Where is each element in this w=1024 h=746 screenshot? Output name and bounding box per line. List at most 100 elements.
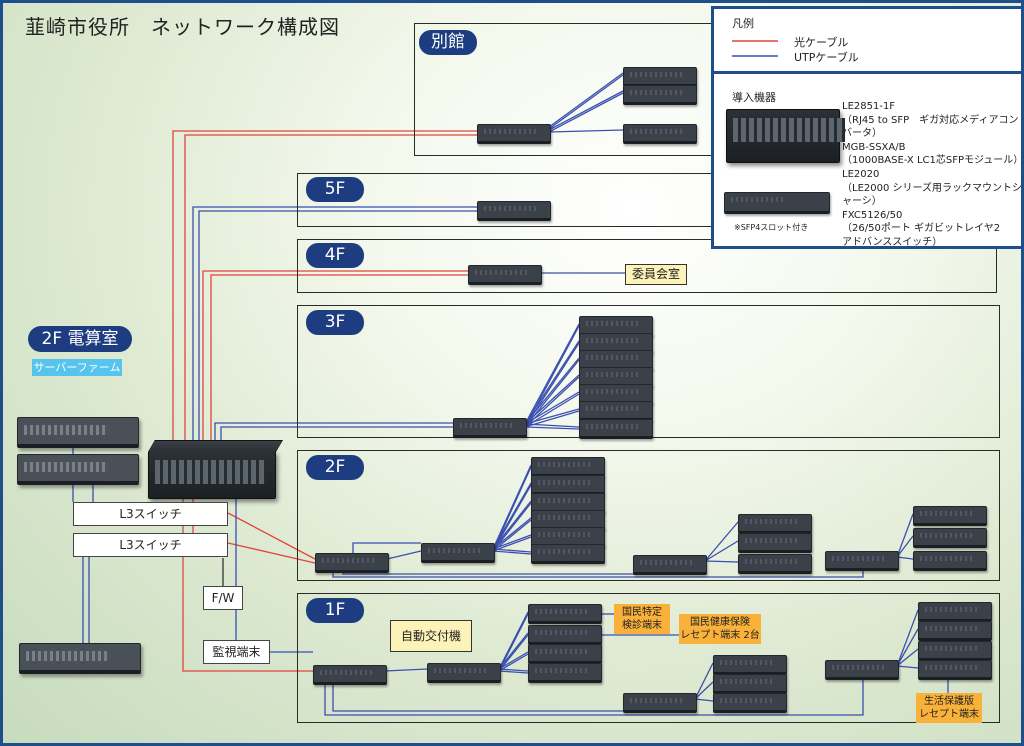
2f-fan-a2-a bbox=[492, 482, 532, 550]
1f-switch-right1 bbox=[623, 693, 697, 713]
fiber-4f-1 bbox=[202, 270, 468, 455]
monitor-terminal-box: 監視端末 bbox=[203, 640, 270, 664]
3f-switch-core bbox=[453, 418, 527, 438]
fiber-annex-1 bbox=[172, 130, 477, 455]
2f-edge-switch-b2 bbox=[738, 533, 812, 553]
1f-edge-switch-a4 bbox=[528, 663, 602, 683]
auto-kiosk-box: 自動交付機 bbox=[390, 620, 472, 652]
floor-label-4f: 4F bbox=[306, 243, 364, 268]
legend-heading: 凡例 bbox=[732, 17, 754, 30]
legend-panel: 凡例 光ケーブル UTPケーブル 導入機器 ※SFP4スロット付き LE2851… bbox=[711, 6, 1024, 249]
2f-fan-a3-a bbox=[492, 500, 532, 550]
server-switch-2 bbox=[17, 454, 139, 485]
1f-edge-switch-a3 bbox=[528, 644, 602, 664]
2f-edge-switch-b3 bbox=[738, 554, 812, 574]
firewall-box: F/W bbox=[203, 586, 243, 610]
server-switch-3 bbox=[19, 643, 141, 674]
1f-edge-switch-c3 bbox=[918, 641, 992, 661]
3f-fan-2-a bbox=[524, 340, 580, 425]
2f-switch-mid bbox=[421, 543, 495, 563]
2f-edge-switch-a2 bbox=[531, 475, 605, 495]
1f-edge-switch-a1 bbox=[528, 604, 602, 624]
legend-utp-label: UTPケーブル bbox=[794, 51, 859, 64]
4f-switch bbox=[468, 265, 542, 285]
committee-room-box: 委員会室 bbox=[625, 264, 687, 285]
fiber-4f-2 bbox=[210, 274, 468, 455]
1f-switch-core bbox=[313, 665, 387, 685]
2f-fan-a4-a bbox=[492, 517, 532, 550]
server-room-label: 2F 電算室 bbox=[28, 326, 132, 352]
3f-fan-1-a bbox=[524, 323, 580, 425]
fiber-2f-1 bbox=[227, 512, 316, 560]
1f-fan-a3b-a bbox=[498, 653, 529, 672]
1f-fan-a1-a bbox=[498, 611, 529, 670]
2f-fan-b2-a bbox=[704, 540, 739, 562]
3f-edge-switch-6 bbox=[579, 401, 653, 421]
1f-fan-a1b-a bbox=[498, 613, 529, 672]
2f-fan-b1-a bbox=[704, 521, 739, 562]
2f-fan-a1-a bbox=[492, 464, 532, 550]
1f-fan-a3-a bbox=[498, 651, 529, 670]
utp-5f-2-a bbox=[198, 210, 477, 455]
server-farm-label: サーバーファーム bbox=[32, 359, 122, 376]
3f-edge-switch-1 bbox=[579, 316, 653, 336]
server-switch-1 bbox=[17, 417, 139, 448]
annex-switch-1 bbox=[623, 67, 697, 87]
legend-fiber-label: 光ケーブル bbox=[794, 36, 849, 49]
1f-fan-a4-a bbox=[498, 668, 529, 672]
1f-fan-c4-a bbox=[896, 665, 919, 669]
1f-edge-switch-c4 bbox=[918, 660, 992, 680]
l3-switch-2: L3スイッチ bbox=[73, 533, 228, 557]
2f-edge-switch-a6 bbox=[531, 544, 605, 564]
1f-edge-switch-a2 bbox=[528, 625, 602, 645]
device-descriptions: LE2851-1F （RJ45 to SFP ギガ対応メディアコンバータ） MG… bbox=[842, 101, 1024, 248]
floor-label-2f: 2F bbox=[306, 455, 364, 480]
2f-edge-switch-b1 bbox=[738, 514, 812, 534]
devices-heading: 導入機器 bbox=[732, 91, 776, 104]
1f-fan-a2b-a bbox=[498, 634, 529, 672]
1f-edge-switch-b1 bbox=[713, 655, 787, 675]
2f-fan-a6-a bbox=[492, 548, 532, 553]
floor-label-1f: 1F bbox=[306, 598, 364, 623]
1f-core-mid-a bbox=[384, 668, 428, 672]
fiber-2f-2 bbox=[227, 542, 316, 564]
2f-fan-a5b-a bbox=[492, 536, 532, 552]
floor-4f-frame bbox=[297, 239, 997, 293]
2f-fan-a5-a bbox=[492, 534, 532, 550]
2f-edge-switch-c3 bbox=[913, 551, 987, 571]
1f-fan-b1-a bbox=[694, 662, 714, 700]
2f-fan-a4b-a bbox=[492, 519, 532, 552]
1f-fan-b2-a bbox=[694, 681, 714, 700]
1f-switch-right2 bbox=[825, 660, 899, 680]
annex-switch-core bbox=[477, 124, 551, 144]
3f-fan-5-a bbox=[524, 391, 580, 425]
3f-fan-7b-a bbox=[524, 426, 580, 430]
utp-5f-1-a bbox=[192, 206, 477, 455]
1f-core-right-a bbox=[324, 677, 864, 716]
3f-fan-4-a bbox=[524, 374, 580, 425]
2f-edge-switch-a1 bbox=[531, 457, 605, 477]
2f-edge-switch-c1 bbox=[913, 506, 987, 526]
1f-fan-c2-a bbox=[896, 628, 919, 667]
2f-fan-a6b-a bbox=[492, 550, 532, 555]
1f-edge-switch-c1 bbox=[918, 602, 992, 622]
3f-edge-switch-7 bbox=[579, 419, 653, 439]
1f-switch-mid bbox=[427, 663, 501, 683]
2f-switch-right2 bbox=[825, 551, 899, 571]
3f-fan-3-a bbox=[524, 357, 580, 425]
1f-edge-switch-c2 bbox=[918, 621, 992, 641]
legend-switch-image bbox=[724, 192, 830, 214]
1f-edge-switch-b3 bbox=[713, 693, 787, 713]
annex-link-2-a bbox=[548, 90, 624, 131]
page-title: 韮崎市役所 ネットワーク構成図 bbox=[25, 15, 340, 39]
annex-switch-2 bbox=[623, 85, 697, 105]
annex-link-1-a bbox=[548, 72, 624, 128]
legend-note: ※SFP4スロット付き bbox=[734, 223, 809, 232]
legend-lines bbox=[714, 40, 1021, 74]
2f-fan-c1-a bbox=[896, 513, 914, 558]
annex-link-1b-a bbox=[548, 74, 624, 130]
core-chassis bbox=[148, 451, 276, 499]
1f-fan-a4b-a bbox=[498, 670, 529, 674]
annex-switch-3 bbox=[623, 124, 697, 144]
